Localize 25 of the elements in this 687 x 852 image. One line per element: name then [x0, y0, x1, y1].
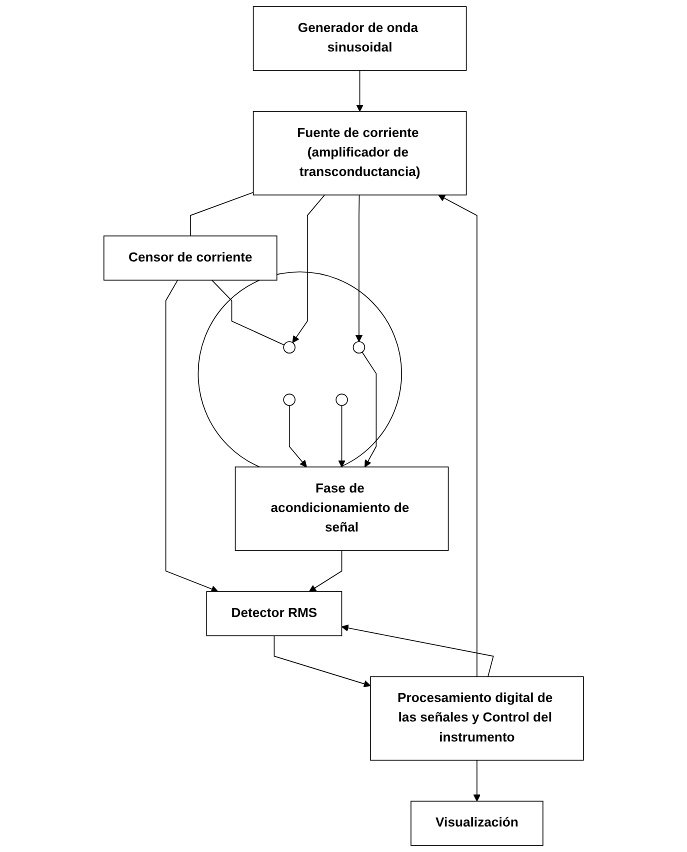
node-box: Procesamiento digital de las señales y Control del instrumento — [370, 676, 584, 761]
node-box: Visualización — [410, 800, 544, 846]
arrow — [355, 194, 362, 342]
node-box: Fase de acondicionamiento de señal — [234, 466, 448, 551]
node-box: Generador de onda sinusoidal — [252, 6, 467, 71]
node-box: Censor de corriente — [103, 236, 278, 281]
arrow — [438, 194, 478, 678]
arrow — [473, 760, 480, 802]
node-box: Detector RMS — [206, 591, 342, 636]
arrow — [274, 635, 371, 688]
arrow — [288, 405, 307, 468]
node-box: Fuente de corriente (amplificador de transconductancia) — [252, 111, 467, 196]
arrow — [356, 70, 364, 112]
node-circle — [283, 394, 296, 406]
arrow — [338, 405, 346, 468]
arrow — [341, 624, 494, 678]
connector — [190, 192, 254, 236]
arrow — [292, 194, 325, 343]
node-circle — [283, 341, 296, 354]
connector — [211, 280, 284, 346]
node-circle — [352, 341, 365, 354]
arrow — [362, 352, 376, 468]
node-circle — [335, 394, 348, 406]
arrow — [308, 550, 342, 592]
arrow — [165, 280, 218, 592]
